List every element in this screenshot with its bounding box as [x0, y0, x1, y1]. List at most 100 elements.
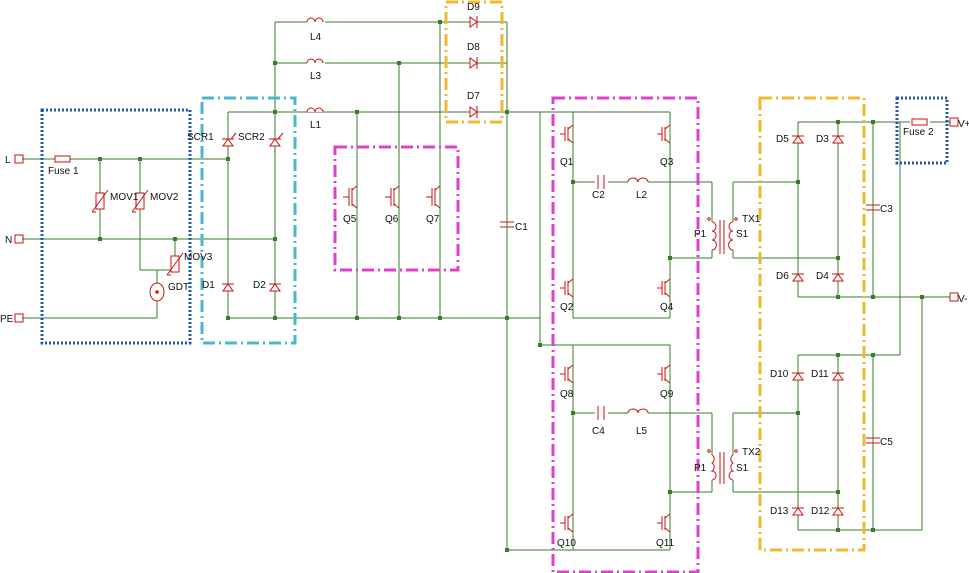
l5-label: L5 [636, 426, 648, 437]
fuse1-label: Fuse 1 [48, 166, 79, 177]
components [14, 16, 959, 533]
l3-icon [306, 58, 324, 64]
l1-label: L1 [310, 120, 322, 131]
fuse2-label: Fuse 2 [903, 127, 934, 138]
terminal-l-label: L [5, 155, 11, 166]
fuse1-icon [54, 155, 71, 163]
d12-icon [832, 507, 844, 516]
terminal-pe-icon [14, 313, 24, 323]
c3-label: C3 [880, 204, 893, 215]
q4-label: Q4 [660, 302, 674, 313]
q11-label: Q11 [656, 538, 675, 549]
q1-icon [560, 124, 574, 144]
scr2-icon [269, 132, 284, 147]
input-protection-box [40, 108, 192, 345]
q7-label: Q7 [426, 214, 440, 225]
d10-label: D10 [770, 369, 789, 380]
d3-label: D3 [816, 134, 829, 145]
q6-label: Q6 [385, 214, 399, 225]
c4-label: C4 [592, 426, 605, 437]
q3-label: Q3 [660, 157, 674, 168]
c5-icon [866, 437, 880, 444]
c2-label: C2 [592, 190, 605, 201]
l2-label: L2 [636, 190, 648, 201]
group-boxes [40, 0, 949, 573]
d8-label: D8 [467, 42, 480, 53]
d7-label: D7 [467, 91, 480, 102]
fuse2-icon [911, 118, 928, 126]
q3-icon [657, 124, 671, 144]
mov2-icon [131, 189, 149, 213]
q2-label: Q2 [560, 302, 574, 313]
c5-label: C5 [880, 437, 893, 448]
d2-label: D2 [253, 280, 266, 291]
l4-icon [306, 17, 324, 23]
p1-tx2-label: P1 [694, 463, 707, 474]
scr1-label: SCR1 [187, 132, 214, 143]
tx1-label: TX1 [742, 214, 761, 225]
q11-icon [657, 513, 671, 533]
terminal-pe-label: PE [0, 314, 14, 325]
terminal-n-icon [14, 234, 24, 244]
d7-icon [469, 106, 478, 118]
pfc-switch-box [333, 145, 460, 272]
q2-icon [560, 278, 574, 298]
scr1-icon [222, 132, 237, 147]
q8-icon [560, 364, 574, 384]
d1-icon [222, 283, 234, 292]
gdt-label: GDT [168, 282, 189, 293]
tx1-icon [707, 217, 738, 254]
d13-label: D13 [770, 506, 789, 517]
d13-icon [792, 507, 804, 516]
tx2-label: TX2 [742, 447, 761, 458]
c1-icon [500, 221, 514, 228]
d9-icon [469, 16, 478, 28]
output-rectifier-box [758, 96, 866, 552]
mov3-label: MOV3 [184, 252, 213, 263]
c1-label: C1 [515, 222, 528, 233]
d6-icon [792, 273, 804, 282]
c2-icon [597, 175, 605, 189]
scr2-label: SCR2 [238, 132, 265, 143]
d8-icon [469, 57, 478, 69]
l4-label: L4 [310, 32, 322, 43]
d2-icon [269, 283, 281, 292]
d10-icon [792, 372, 804, 381]
d11-label: D11 [811, 369, 829, 380]
tx2-icon [707, 449, 738, 484]
inverter-box [551, 96, 700, 573]
c4-icon [597, 406, 605, 420]
l3-label: L3 [310, 71, 322, 82]
q9-icon [657, 364, 671, 384]
d9-label: D9 [467, 2, 480, 13]
terminal-vplus-label: V+ [958, 119, 969, 130]
q5-icon [343, 185, 358, 209]
q10-label: Q10 [557, 538, 576, 549]
p1-tx1-label: P1 [694, 229, 707, 240]
terminal-l-icon [14, 154, 24, 164]
l5-icon [627, 408, 649, 414]
d5-icon [792, 135, 804, 144]
mov3-icon [166, 252, 184, 276]
l2-icon [627, 177, 649, 183]
mov1-icon [91, 189, 109, 213]
d4-icon [832, 273, 844, 282]
q8-label: Q8 [560, 389, 574, 400]
mov2-label: MOV2 [150, 192, 179, 203]
gdt-icon [149, 282, 165, 302]
rectifier-box [200, 96, 297, 345]
q6-icon [385, 185, 400, 209]
d6-label: D6 [776, 271, 789, 282]
mov1-label: MOV1 [110, 192, 139, 203]
terminal-n-label: N [5, 235, 12, 246]
l1-icon [306, 107, 324, 113]
d3-icon [832, 135, 844, 144]
terminal-vminus-label: V- [958, 294, 967, 305]
labels: L N PE V+ V- Fuse 1 Fuse 2 MOV1 MOV2 MOV… [0, 2, 969, 549]
c3-icon [866, 204, 880, 211]
q4-icon [657, 278, 671, 298]
d1-label: D1 [202, 280, 215, 291]
q10-icon [560, 513, 574, 533]
